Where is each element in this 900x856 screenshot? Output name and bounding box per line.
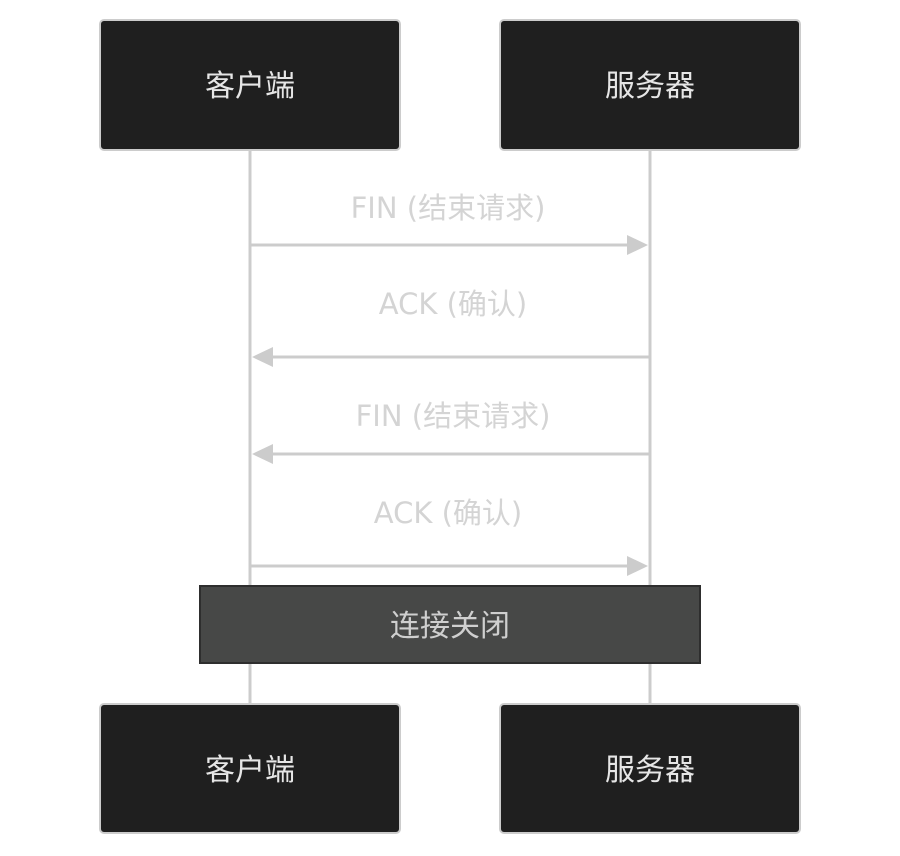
note-box	[199, 585, 701, 664]
actor-box	[99, 703, 401, 834]
actor-label: 客户端	[205, 69, 295, 104]
message-3: FIN (结束请求)	[252, 399, 650, 464]
message-2: ACK (确认)	[252, 287, 650, 367]
arrowhead-right-icon	[627, 556, 648, 576]
actor-client-top: 客户端	[99, 19, 401, 151]
actor-box	[499, 703, 801, 834]
message-label: ACK (确认)	[379, 287, 527, 321]
actor-server-top: 服务器	[499, 19, 801, 151]
actor-server-bottom: 服务器	[499, 703, 801, 834]
actor-box	[99, 19, 401, 151]
arrowhead-left-icon	[252, 444, 273, 464]
message-1: FIN (结束请求)	[250, 191, 648, 255]
arrowhead-left-icon	[252, 347, 273, 367]
note-connection-closed: 连接关闭	[199, 585, 701, 664]
actor-label: 服务器	[605, 753, 695, 788]
message-label: FIN (结束请求)	[351, 191, 546, 225]
message-label: ACK (确认)	[374, 496, 522, 530]
actor-box	[499, 19, 801, 151]
message-4: ACK (确认)	[250, 496, 648, 576]
actor-client-bottom: 客户端	[99, 703, 401, 834]
message-label: FIN (结束请求)	[356, 399, 551, 433]
actor-label: 服务器	[605, 69, 695, 104]
note-label: 连接关闭	[390, 609, 510, 644]
actor-label: 客户端	[205, 753, 295, 788]
arrowhead-right-icon	[627, 235, 648, 255]
